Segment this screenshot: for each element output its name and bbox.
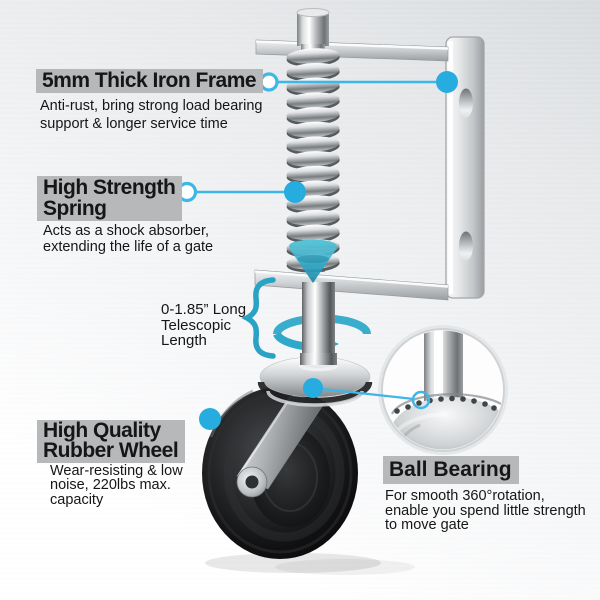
spring-label-line2: Spring (43, 197, 107, 220)
compression-arrow (289, 239, 337, 283)
spring-callout-dot (284, 181, 306, 203)
frame-hole-top (459, 88, 473, 118)
wheel-label-line1: High Quality (43, 419, 161, 442)
frame-bottom-plate (254, 269, 449, 301)
bearing-highlight-ring (411, 390, 431, 410)
callouts (176, 71, 458, 430)
bearing-callout-dot (303, 378, 323, 398)
telescopic-line1: 0-1.85” Long (161, 301, 247, 318)
telescopic-line3: Length (161, 332, 207, 349)
spring-label-line1: High Strength (43, 176, 176, 199)
wheel-label-line2: Rubber Wheel (43, 439, 179, 462)
ball-bearing-magnifier (378, 325, 508, 455)
spring-description: Acts as a shock absorber, extending the … (43, 223, 214, 255)
bearing-desc-line1: For smooth 360°rotation, (385, 488, 545, 504)
frame-hole-bottom (459, 231, 473, 261)
frame-callout-dot (436, 71, 458, 93)
frame-label: 5mm Thick Iron Frame (36, 69, 264, 93)
frame-callout-ring (259, 72, 279, 92)
bearing-label: Ball Bearing (383, 456, 519, 484)
bearing-description: For smooth 360°rotation,enable you spend… (385, 489, 600, 533)
wheel-description: Wear-resisting & low noise, 220lbs max. … (50, 463, 183, 508)
bearing-desc-line2: enable you spend little strength (385, 502, 586, 519)
swivel-mount (257, 300, 373, 407)
rubber-wheel (202, 387, 415, 575)
telescopic-line2: Telescopic (161, 316, 232, 334)
top-bolt (296, 8, 330, 46)
bearing-desc-line3: to move gate (385, 517, 469, 534)
wheel-callout-dot (199, 408, 221, 430)
telescopic-brace (241, 277, 276, 359)
frame-description: Anti-rust, bring strong load bearing sup… (40, 98, 263, 132)
axle-bolt (236, 466, 268, 498)
